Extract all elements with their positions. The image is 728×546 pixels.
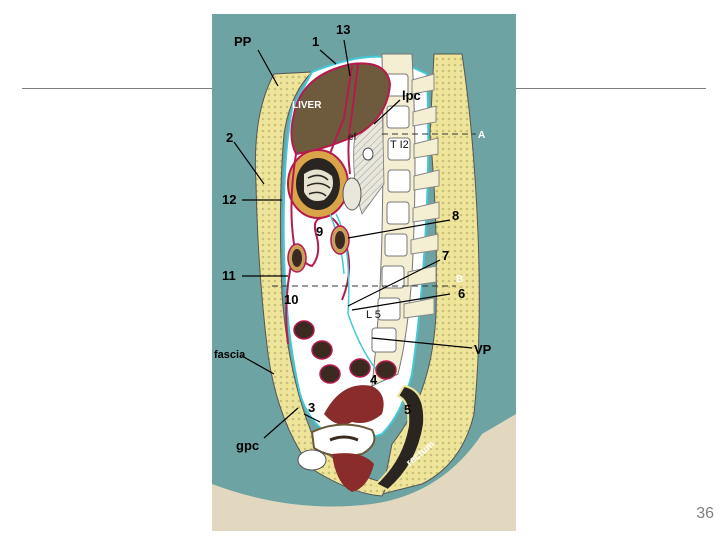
label-12: 12: [222, 192, 236, 207]
skin-region: [212, 414, 516, 531]
label-a: A: [478, 130, 485, 141]
label-11: 11: [222, 268, 236, 283]
transverse-colon: [330, 225, 350, 255]
label-pp: PP: [234, 34, 252, 49]
bowel-loop: [342, 177, 362, 211]
label-2: 2: [226, 130, 233, 145]
label-b: B: [456, 274, 463, 285]
rectum: [374, 384, 426, 492]
label-13: 13: [336, 22, 350, 37]
label-l5: L 5: [366, 309, 381, 321]
label-9: 9: [316, 224, 323, 239]
stomach: [287, 149, 349, 219]
leader-lines: [233, 39, 473, 439]
label-7: 7: [442, 248, 449, 263]
label-6: 6: [458, 286, 465, 301]
liver: [290, 62, 392, 156]
label-liver: LIVER: [292, 100, 322, 111]
label-5: 5: [404, 402, 411, 417]
top-rule-left: [22, 88, 212, 89]
bladder-inner: [329, 435, 359, 442]
bladder: [310, 423, 376, 457]
uterus: [324, 385, 384, 425]
anterior-colon: [287, 243, 307, 273]
top-rule-right: [516, 88, 706, 89]
peritoneum-sagittal-diagram: PP 1 13 LIVER lpc ef T I2 A 2 12 8 9 7 1…: [212, 14, 516, 531]
pelvic-intestines: [293, 320, 397, 384]
label-8: 8: [452, 208, 459, 223]
page-number: 36: [696, 505, 714, 522]
label-lpc: lpc: [402, 88, 421, 103]
bowel-loop: [362, 147, 374, 161]
label-t12: T I2: [390, 139, 409, 151]
label-gpc: gpc: [236, 438, 259, 453]
label-1: 1: [312, 34, 319, 49]
label-3: 3: [308, 400, 315, 415]
label-10: 10: [284, 292, 298, 307]
label-fascia: fascia: [214, 349, 246, 361]
label-vp: VP: [474, 342, 492, 357]
perineal-body: [332, 453, 374, 492]
pubic-bone: [297, 449, 327, 471]
label-ef: ef: [348, 132, 357, 143]
label-4: 4: [370, 372, 378, 387]
front-fat: [254, 71, 389, 497]
